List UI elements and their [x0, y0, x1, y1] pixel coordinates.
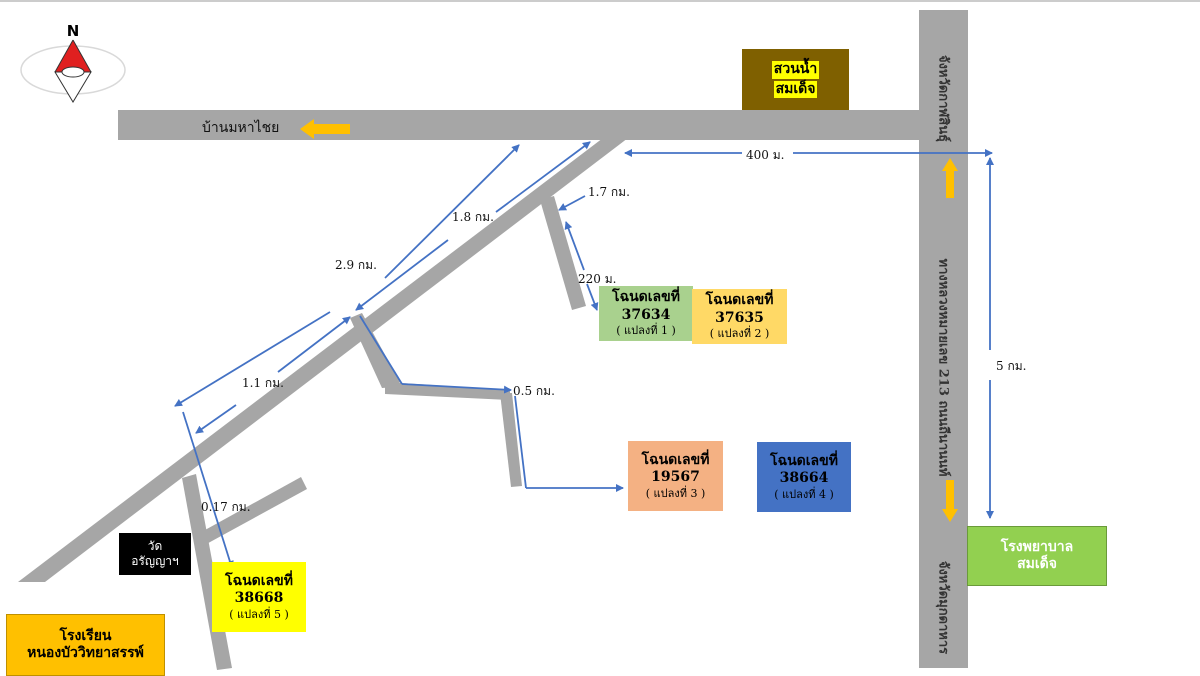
arrow-220m-b	[586, 283, 599, 311]
highway-to-mukdahan-label: จังหวัดมุกดาหาร	[935, 560, 951, 655]
arrow-1-7km	[558, 195, 586, 211]
distance-220m-label: 220 ม.	[578, 272, 617, 286]
plot-5-title: โฉนดเลขที่	[225, 572, 293, 589]
highway-to-kalasin-label: จังหวัดกาฬสินธุ์	[935, 54, 951, 143]
plot-4-box: โฉนดเลขที่ 38664 ( แปลงที่ 4 )	[757, 442, 851, 512]
plot-1-number: 37634	[621, 306, 671, 323]
arrow-to-village	[300, 119, 350, 139]
arrow-220m-a	[564, 221, 585, 271]
water-park-line1: สวนน้ำ	[771, 61, 820, 79]
temple-box: วัด อรัญญาฯ	[119, 533, 191, 575]
plot-2-box: โฉนดเลขที่ 37635 ( แปลงที่ 2 )	[692, 289, 787, 344]
distance-0-17km-label: 0.17 กม.	[201, 500, 251, 514]
plot-4-sub: ( แปลงที่ 4 )	[774, 487, 834, 501]
school-box: โรงเรียน หนองบัววิทยาสรรพ์	[6, 614, 165, 676]
road-highway-213	[919, 10, 968, 668]
plot-3-sub: ( แปลงที่ 3 )	[645, 486, 706, 500]
road-branch-c	[500, 393, 522, 487]
hospital-box: โรงพยาบาล สมเด็จ	[967, 526, 1107, 586]
compass-needle-north	[55, 40, 91, 72]
plot-5-number: 38668	[234, 590, 284, 607]
plot-1-title: โฉนดเลขที่	[612, 289, 680, 306]
compass-center	[61, 66, 85, 78]
plot-3-box: โฉนดเลขที่ 19567 ( แปลงที่ 3 )	[628, 441, 723, 511]
plot-2-title: โฉนดเลขที่	[705, 292, 774, 309]
plot-4-number: 38664	[779, 470, 829, 487]
arrow-1-8km-a	[355, 239, 449, 311]
arrow-2-9km-b	[384, 144, 520, 279]
arrow-route-b	[401, 383, 512, 394]
arrow-0-17km	[182, 411, 234, 569]
water-park-line2: สมเด็จ	[773, 80, 818, 98]
distance-0-5km-label: 0.5 กม.	[513, 384, 555, 398]
plot-2-sub: ( แปลงที่ 2 )	[709, 327, 770, 341]
hospital-line2: สมเด็จ	[1017, 556, 1057, 572]
arrow-2-9km-a	[174, 311, 331, 407]
distance-1-1km-label: 1.1 กม.	[242, 376, 284, 390]
arrow-1-1km-b	[277, 316, 351, 373]
temple-line1: วัด	[147, 539, 163, 553]
road-diagonal-main	[18, 138, 628, 582]
roads	[18, 10, 968, 670]
distance-arrows	[174, 141, 994, 569]
arrow-1-1km-a	[195, 404, 237, 434]
water-park-box: สวนน้ำ สมเด็จ	[742, 49, 849, 110]
compass-north-label: N	[67, 22, 80, 40]
distance-1-8km-label: 1.8 กม.	[452, 210, 494, 224]
school-line1: โรงเรียน	[59, 627, 112, 644]
school-line2: หนองบัววิทยาสรรพ์	[27, 645, 144, 661]
distance-2-9km-label: 2.9 กม.	[335, 258, 377, 272]
plot-3-number: 19567	[651, 469, 700, 486]
plot-5-sub: ( แปลงที่ 5 )	[229, 607, 289, 621]
plot-5-box: โฉนดเลขที่ 38668 ( แปลงที่ 5 )	[212, 562, 306, 632]
compass-edge	[54, 39, 74, 73]
plot-1-sub: ( แปลงที่ 1 )	[616, 324, 676, 338]
temple-line2: อรัญญาฯ	[131, 554, 179, 568]
hospital-line1: โรงพยาบาล	[1000, 538, 1074, 555]
road-branch-a	[350, 313, 400, 388]
road-horizontal-top	[118, 110, 968, 140]
plot-2-number: 37635	[715, 309, 764, 326]
distance-1-7km-label: 1.7 กม.	[588, 185, 630, 199]
plot-1-box: โฉนดเลขที่ 37634 ( แปลงที่ 1 )	[599, 286, 693, 341]
distance-5km-label: 5 กม.	[996, 359, 1027, 373]
arrow-to-kalasin	[942, 158, 958, 198]
compass-edge	[72, 39, 92, 73]
highway-name-label: ทางหลวงหมายเลข 213 ถนนถีนานนท์	[935, 258, 951, 477]
road-branch-b	[385, 382, 510, 400]
arrow-1-8km-b	[495, 141, 591, 213]
road-branch-plot1	[540, 196, 586, 310]
compass: N	[20, 22, 126, 103]
road-branch-small	[196, 477, 307, 547]
distance-400m-label: 400 ม.	[746, 148, 785, 162]
arrow-to-mukdahan	[942, 480, 958, 522]
arrow-route-c	[514, 395, 527, 489]
plot-3-title: โฉนดเลขที่	[641, 451, 710, 468]
plot-4-title: โฉนดเลขที่	[770, 452, 838, 469]
village-label: บ้านมหาไชย	[202, 120, 280, 136]
arrow-route-a	[359, 315, 403, 385]
